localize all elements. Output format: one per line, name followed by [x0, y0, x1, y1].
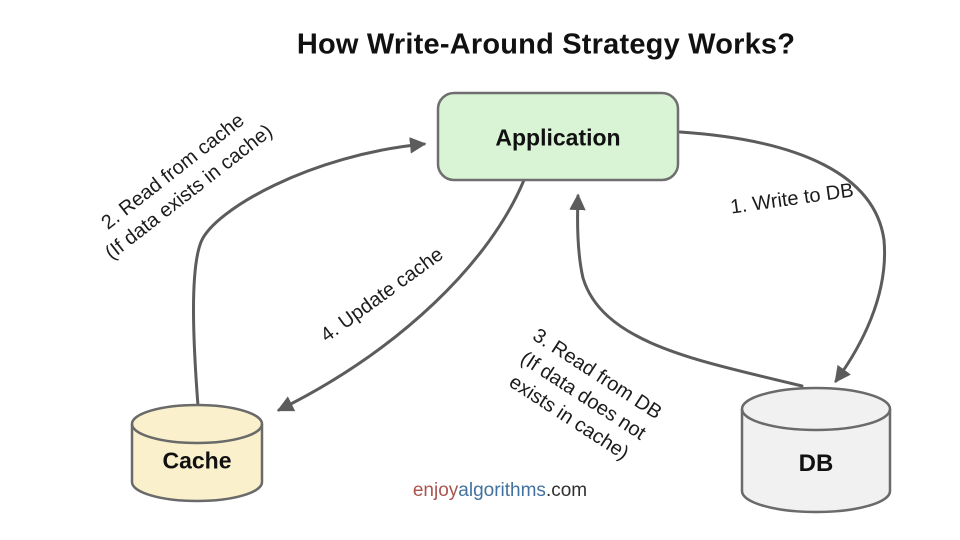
footer-brand-enjoy: enjoy [412, 480, 459, 501]
cache-cylinder-body [130, 403, 264, 503]
footer-brand: enjoyalgorithms.com [413, 480, 587, 502]
footer-brand-algorithms: algorithms [458, 480, 546, 501]
arrow-update-cache [276, 178, 526, 412]
db-label: DB [798, 450, 834, 477]
cache-cylinder [130, 403, 264, 503]
application-label: Application [495, 124, 621, 151]
arrows-group [192, 130, 887, 412]
db-cylinder-rim [740, 408, 892, 432]
db-cylinder [740, 386, 892, 514]
application-box [436, 91, 680, 182]
db-cylinder-body [740, 386, 892, 514]
arrow-read-from-cache [192, 137, 427, 408]
footer-brand-tld: .com [545, 480, 588, 501]
arrow-read-from-db [569, 193, 804, 388]
cache-cylinder-rim [130, 423, 264, 445]
diagram-title: How Write-Around Strategy Works? [296, 28, 796, 61]
cache-label: Cache [162, 447, 232, 474]
arrow-write-to-db [678, 130, 887, 384]
